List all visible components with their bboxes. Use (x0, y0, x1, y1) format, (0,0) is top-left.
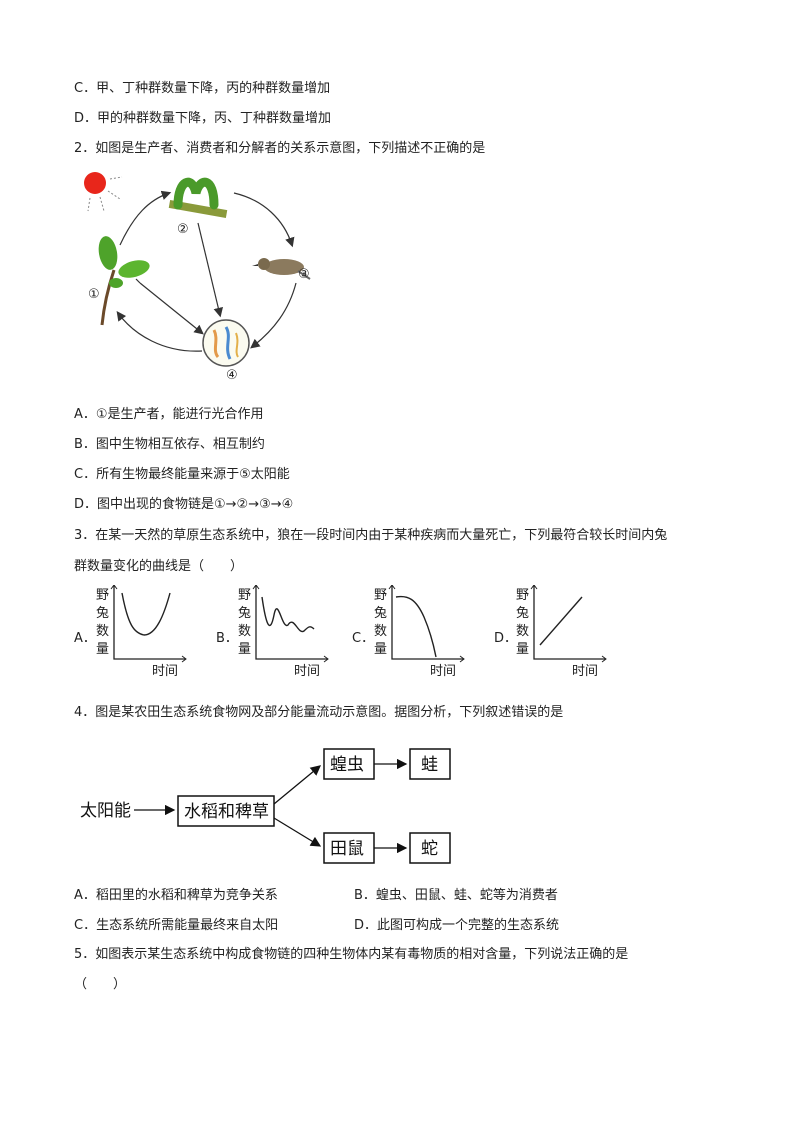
decomposer-icon (202, 319, 250, 367)
chart-curve (395, 595, 437, 658)
chart-xlabel: 时间 (294, 664, 320, 679)
q1-option-c: C．甲、丁种群数量下降，丙的种群数量增加 (74, 81, 331, 96)
chart-option-label: A． (74, 631, 96, 646)
chart-xlabel: 时间 (152, 664, 178, 679)
diagram-bottom-1: 田鼠 (330, 839, 364, 859)
chart-option-label: C． (352, 631, 374, 646)
chart-ylabel-char: 数 (238, 624, 251, 639)
sun-icon (84, 172, 123, 212)
chart-curve (261, 596, 315, 633)
chart-y-arrow (388, 584, 396, 590)
q2-stem: 2．如图是生产者、消费者和分解者的关系示意图，下列描述不正确的是 (74, 141, 486, 156)
figure-label-4: ④ (226, 368, 238, 383)
chart-x-arrow (323, 655, 329, 663)
chart-ylabel-char: 兔 (516, 606, 529, 621)
chart-axes (255, 585, 328, 660)
q3-stem-line1: 3．在某一天然的草原生态系统中，狼在一段时间内由于某种疾病而大量死亡，下列最符合… (74, 528, 668, 543)
chart-axes (391, 585, 464, 660)
q2-option-c: C．所有生物最终能量来源于⑤太阳能 (74, 467, 290, 482)
chart-ylabel-char: 数 (374, 624, 387, 639)
chart-curve (121, 592, 171, 636)
chart-ylabel-char: 野 (96, 588, 109, 603)
chart-ylabel-char: 数 (516, 624, 529, 639)
chart-ylabel-char: 野 (374, 588, 387, 603)
chart-x-arrow (459, 655, 465, 663)
figure-label-1: ① (88, 287, 100, 302)
chart-y-arrow (110, 584, 118, 590)
chart-xlabel: 时间 (430, 664, 456, 679)
q5-stem: 5．如图表示某生态系统中构成食物链的四种生物体内某有毒物质的相对含量，下列说法正… (74, 947, 629, 962)
q1-option-d: D．甲的种群数量下降，丙、丁种群数量增加 (74, 111, 332, 126)
diagram-source: 太阳能 (80, 801, 131, 821)
chart-ylabel-char: 野 (238, 588, 251, 603)
plant-icon (98, 236, 150, 326)
diagram-top-2: 蛙 (421, 755, 438, 775)
q2-option-a: A．①是生产者，能进行光合作用 (74, 407, 264, 422)
chart-axes (113, 585, 186, 660)
chart-curve (539, 596, 583, 646)
chart-y-arrow (530, 584, 538, 590)
chart-axes (533, 585, 606, 660)
chart-ylabel-char: 量 (374, 642, 387, 657)
figure-label-2: ② (177, 222, 189, 237)
q5-stem-line2: （ ） (74, 977, 127, 992)
q4-option-d: D．此图可构成一个完整的生态系统 (354, 918, 560, 933)
chart-ylabel-char: 量 (516, 642, 529, 657)
chart-ylabel-char: 兔 (96, 606, 109, 621)
chart-ylabel-char: 量 (238, 642, 251, 657)
chart-option-label: B． (216, 631, 238, 646)
chart-y-arrow (252, 584, 260, 590)
q4-stem: 4．图是某农田生态系统食物网及部分能量流动示意图。据图分析，下列叙述错误的是 (74, 705, 564, 720)
chart-x-arrow (181, 655, 187, 663)
diagram-bottom-2: 蛇 (421, 839, 438, 859)
chart-ylabel-char: 兔 (238, 606, 251, 621)
bird-icon (252, 258, 311, 280)
diagram-top-1: 蝗虫 (330, 755, 364, 775)
q4-option-b: B．蝗虫、田鼠、蛙、蛇等为消费者 (354, 888, 558, 903)
q4-option-a: A．稻田里的水稻和稗草为竞争关系 (74, 888, 278, 903)
chart-x-arrow (601, 655, 607, 663)
chart-ylabel-char: 野 (516, 588, 529, 603)
diagram-producer: 水稻和稗草 (184, 802, 269, 822)
q3-stem-line2: 群数量变化的曲线是（ ） (74, 559, 244, 574)
food-web-diagram: 太阳能 水稻和稗草 蝗虫 蛙 田鼠 蛇 (80, 748, 451, 864)
figure-label-3: ③ (298, 267, 310, 282)
caterpillar-icon (168, 177, 228, 218)
chart-option-label: D． (494, 631, 517, 646)
chart-ylabel-char: 量 (96, 642, 109, 657)
chart-ylabel-char: 数 (96, 624, 109, 639)
chart-xlabel: 时间 (572, 664, 598, 679)
q4-option-c: C．生态系统所需能量最终来自太阳 (74, 918, 279, 933)
ecosystem-cycle-figure: ② ③ ① ④ (84, 172, 311, 383)
q2-option-b: B．图中生物相互依存、相互制约 (74, 437, 265, 452)
chart-ylabel-char: 兔 (374, 606, 387, 621)
q2-option-d: D．图中出现的食物链是①→②→③→④ (74, 497, 294, 512)
